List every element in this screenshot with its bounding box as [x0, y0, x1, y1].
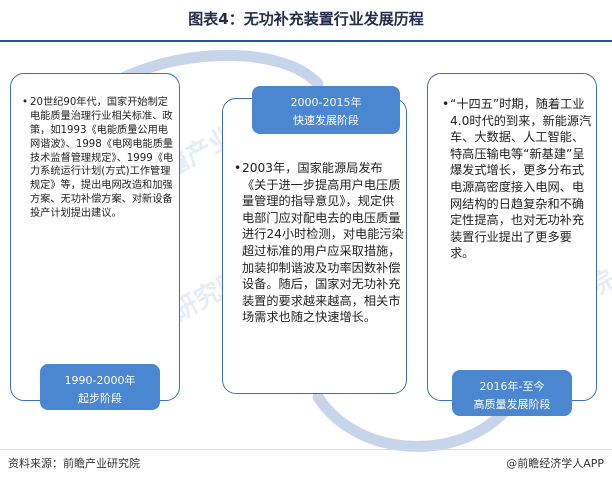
- stage-2-text: 2003年，国家能源局发布《关于进一步提高用户电压质量管理的指导意见》，规定供电…: [242, 161, 404, 325]
- title-divider: [0, 40, 612, 42]
- stage-name: 高质量发展阶段: [473, 398, 551, 411]
- stage-period: 2000-2015年: [290, 96, 362, 109]
- stage-label-3: 2016年-至今 高质量发展阶段: [452, 370, 572, 416]
- stage-label-2: 2000-2015年 快速发展阶段: [252, 86, 400, 134]
- stage-3-text: “十四五”时期，随着工业4.0时代的到来，新能源汽车、大数据、人工智能、特高压输…: [450, 97, 592, 261]
- stage-label-1: 1990-2000年 起步阶段: [40, 364, 160, 410]
- list-item: •20世纪90年代，国家开始制定电能质量治理行业相关标准、政策，如1993《电能…: [22, 96, 174, 221]
- bullet-icon: •: [22, 97, 29, 108]
- stage-1-description: •20世纪90年代，国家开始制定电能质量治理行业相关标准、政策，如1993《电能…: [22, 96, 174, 221]
- stage-3-description: •“十四五”时期，随着工业4.0时代的到来，新能源汽车、大数据、人工智能、特高压…: [442, 96, 592, 262]
- list-item: •2003年，国家能源局发布《关于进一步提高用户电压质量管理的指导意见》，规定供…: [234, 160, 404, 326]
- bullet-icon: •: [234, 161, 242, 175]
- stage-period: 1990-2000年: [64, 374, 136, 387]
- source-note: 资料来源：前瞻产业研究院: [8, 457, 140, 470]
- page-title: 图表4：无功补充装置行业发展历程: [188, 10, 424, 28]
- footer-divider: [0, 449, 612, 450]
- stage-card-1: [10, 73, 180, 401]
- list-item: •“十四五”时期，随着工业4.0时代的到来，新能源汽车、大数据、人工智能、特高压…: [442, 96, 592, 262]
- stage-1-text: 20世纪90年代，国家开始制定电能质量治理行业相关标准、政策，如1993《电能质…: [30, 97, 174, 219]
- stage-2-description: •2003年，国家能源局发布《关于进一步提高用户电压质量管理的指导意见》，规定供…: [234, 160, 404, 326]
- stage-name: 起步阶段: [78, 392, 122, 405]
- stage-name: 快速发展阶段: [293, 114, 359, 127]
- stage-card-3: [427, 73, 597, 401]
- stage-period: 2016年-至今: [479, 380, 545, 393]
- credit-note: @前瞻经济学人APP: [506, 457, 604, 470]
- stage-card-2: [222, 98, 407, 394]
- bullet-icon: •: [442, 97, 450, 111]
